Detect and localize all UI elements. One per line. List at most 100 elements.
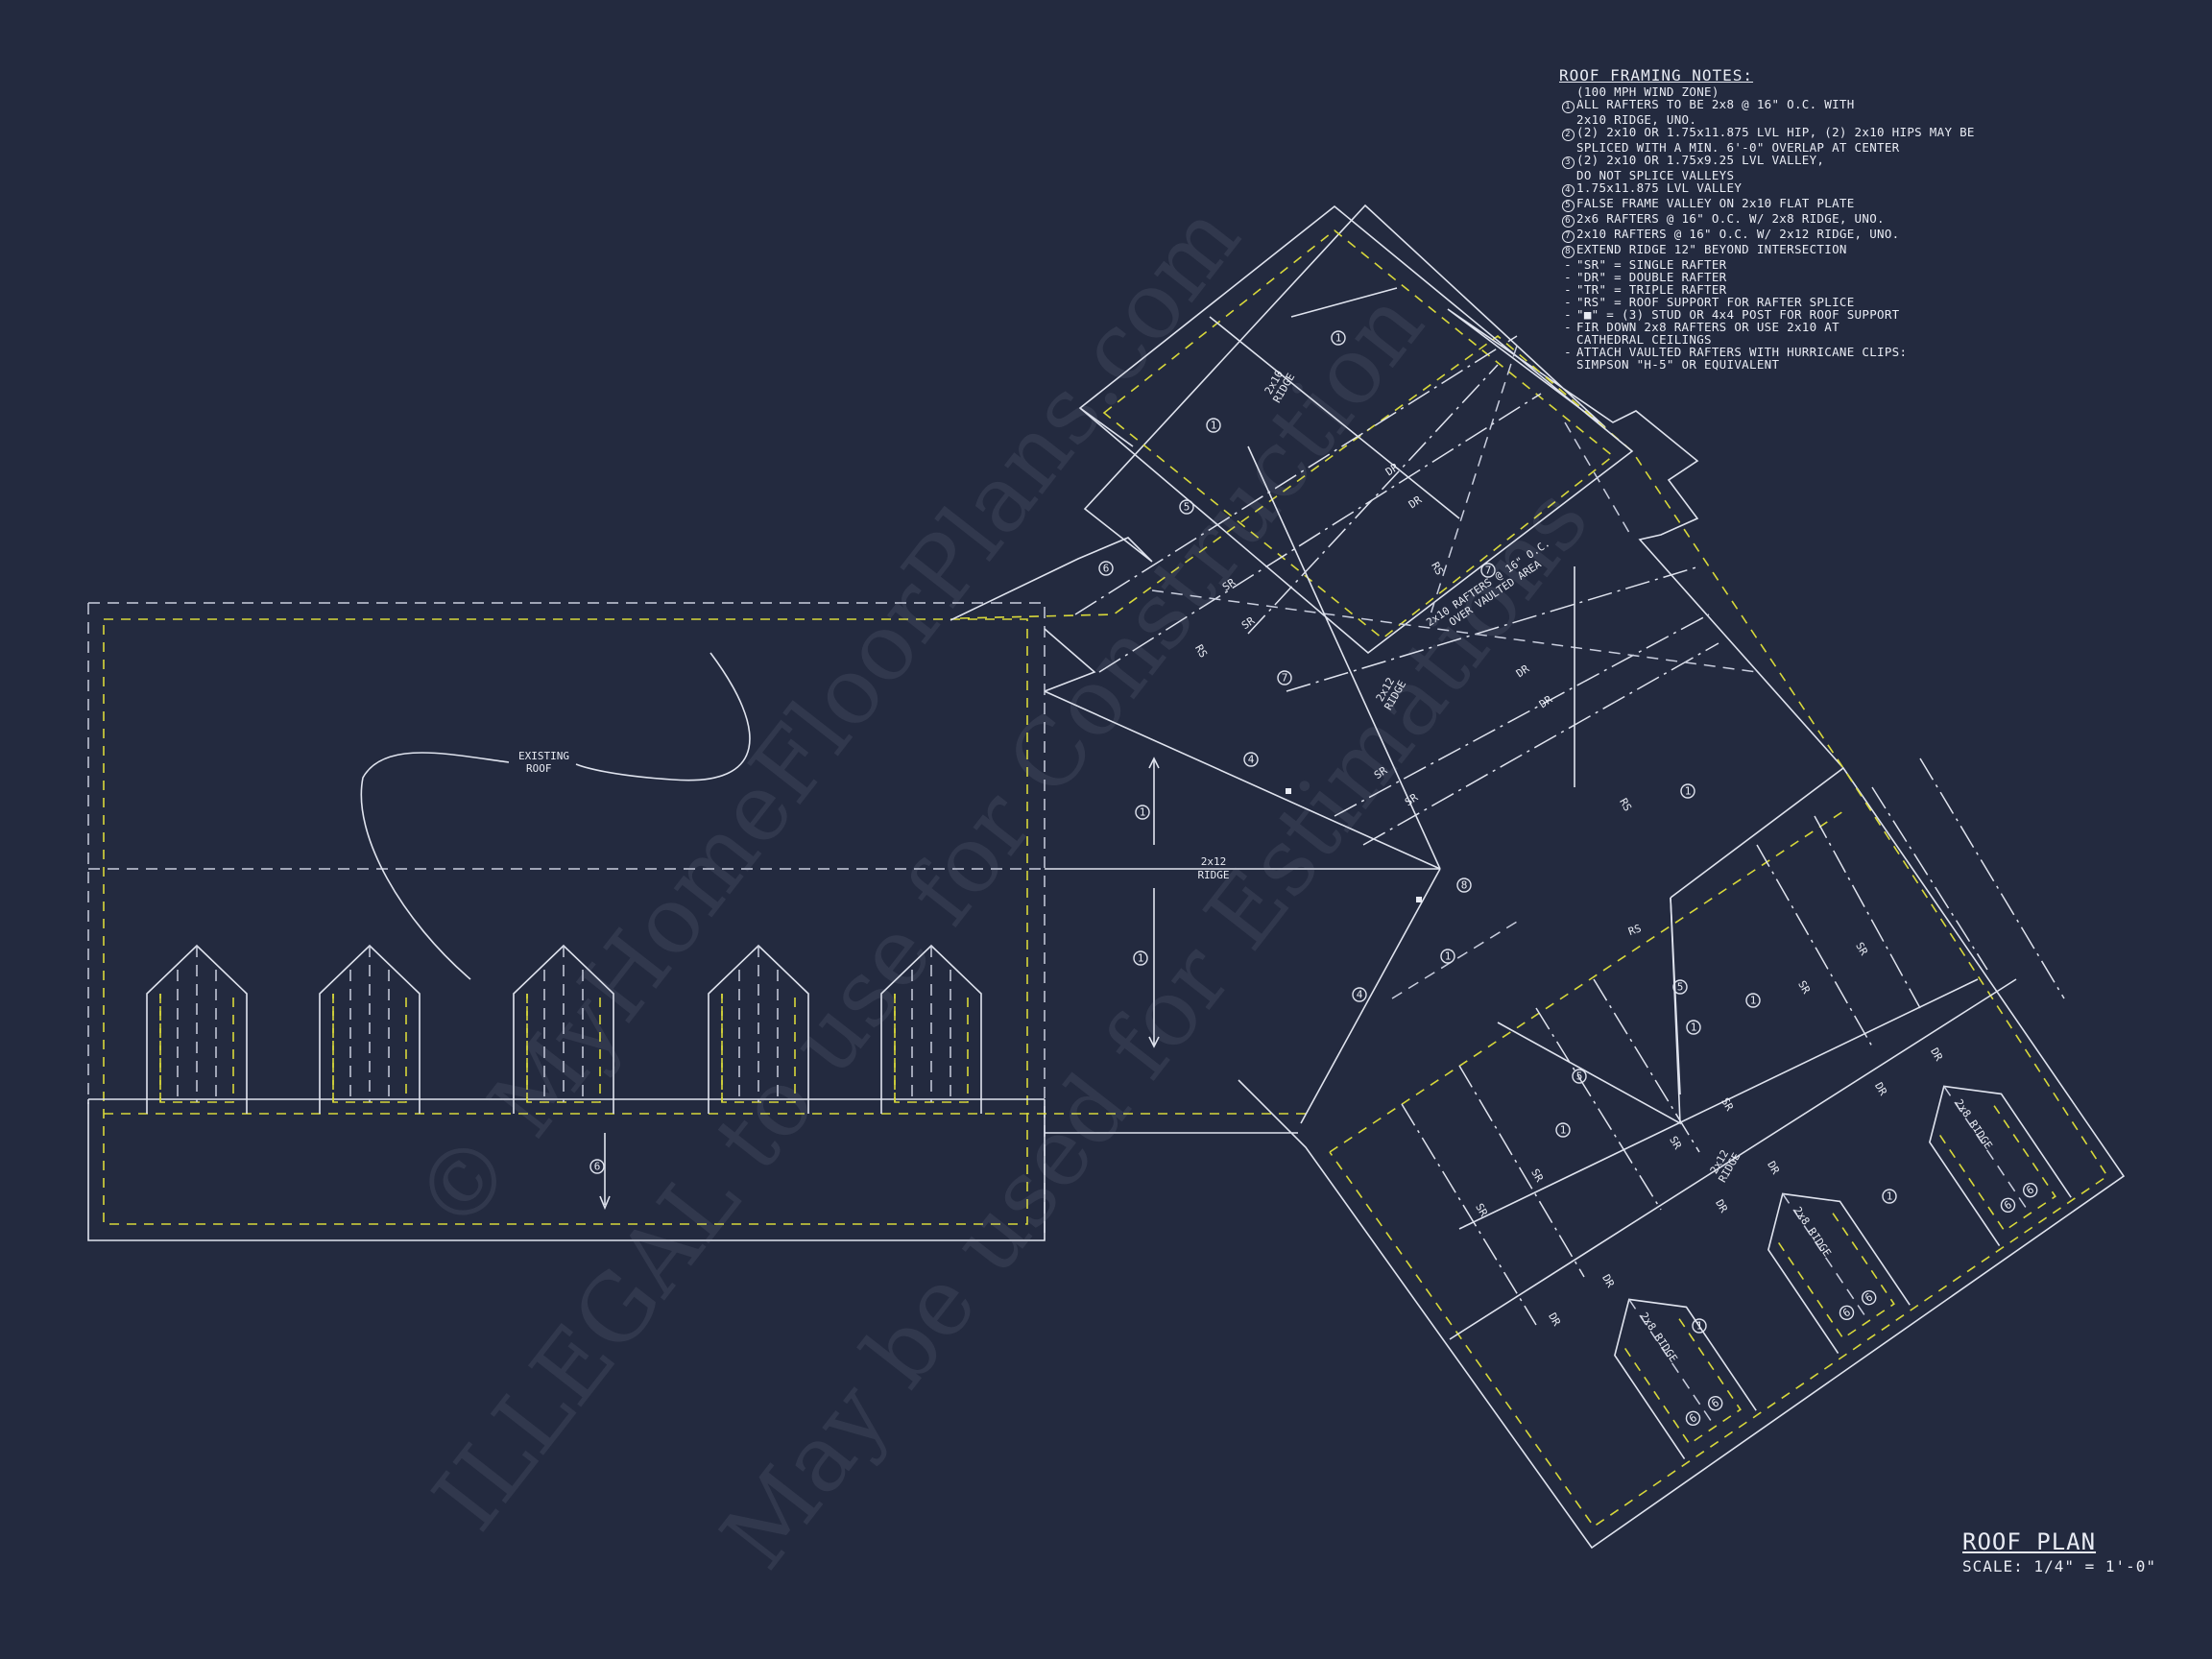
- rafter-tag-sr: SR: [1528, 1166, 1546, 1184]
- note-item: 3(2) 2x10 OR 1.75x9.25 LVL VALLEY,: [1559, 154, 1943, 169]
- svg-text:1: 1: [1696, 1320, 1703, 1333]
- existing-roof-leader: [360, 652, 751, 980]
- note-bubble-1j: 1: [1882, 1189, 1897, 1204]
- rafter-tag-sr: SR: [1239, 614, 1258, 632]
- note-item: 2x10 RIDGE, UNO.: [1559, 113, 1943, 126]
- note-bubble-5b: 5: [1672, 979, 1688, 995]
- roof-framing-notes: ROOF FRAMING NOTES: (100 MPH WIND ZONE)1…: [1559, 68, 1974, 372]
- note-item: -"■" = (3) STUD OR 4x4 POST FOR ROOF SUP…: [1559, 308, 1943, 321]
- rafter-tag-sr: SR: [1719, 1095, 1736, 1113]
- note-marker: -: [1564, 345, 1572, 359]
- note-text: EXTEND RIDGE 12" BEYOND INTERSECTION: [1576, 242, 1847, 256]
- note-bubble-6a: 6: [1098, 561, 1114, 576]
- rafter-tag-dr: DR: [1872, 1080, 1889, 1097]
- svg-text:1: 1: [1750, 995, 1757, 1007]
- note-bubble-1h: 1: [1745, 993, 1761, 1008]
- note-text: SIMPSON "H-5" OR EQUIVALENT: [1576, 357, 1780, 372]
- svg-text:4: 4: [1248, 754, 1255, 766]
- rafter-tag-dr: DR: [1383, 461, 1402, 478]
- svg-text:1: 1: [1335, 332, 1342, 345]
- note-text: 2x10 RIDGE, UNO.: [1576, 112, 1697, 127]
- note-marker: [1559, 113, 1576, 126]
- note-bubble-5c: 5: [1572, 1069, 1587, 1084]
- existing-roof-block: EXISTING ROOF 6: [87, 602, 1306, 1241]
- dormer: [319, 944, 421, 1114]
- note-bubble-6: 6: [2000, 1197, 2016, 1214]
- note-text: ATTACH VAULTED RAFTERS WITH HURRICANE CL…: [1576, 345, 1908, 359]
- rafter-tag-dr: DR: [1407, 493, 1425, 511]
- note-marker: 8: [1559, 243, 1576, 258]
- note-marker: -: [1564, 320, 1572, 334]
- watermark: © MyHomeFloorPlans.com ILLEGAL to use fo…: [394, 184, 1609, 1588]
- rafter-tag-sr: SR: [1795, 978, 1813, 996]
- rafter-tag-rs: RS: [1429, 560, 1446, 577]
- rafter-tag-dr: DR: [1928, 1046, 1945, 1063]
- note-text: 1.75x11.875 LVL VALLEY: [1576, 180, 1743, 195]
- dormer-ridge-label: 2x8 RIDGE: [1953, 1097, 1995, 1152]
- note-item: SIMPSON "H-5" OR EQUIVALENT: [1559, 358, 1943, 371]
- note-bubble-1c: 1: [1331, 330, 1346, 346]
- note-item: -ATTACH VAULTED RAFTERS WITH HURRICANE C…: [1559, 346, 1943, 358]
- dormer: [146, 944, 248, 1114]
- note-bubble-6: 6: [1708, 1395, 1723, 1411]
- note-marker: [1559, 358, 1576, 371]
- note-item: DO NOT SPLICE VALLEYS: [1559, 169, 1943, 181]
- note-bubble-6: 6: [1685, 1410, 1701, 1427]
- note-bubble-6: 6: [1862, 1289, 1877, 1306]
- roof-post-marker: [1416, 897, 1422, 902]
- note-text: 2x6 RAFTERS @ 16" O.C. W/ 2x8 RIDGE, UNO…: [1576, 211, 1885, 226]
- note-bubble-6: 6: [589, 1159, 605, 1174]
- note-marker: [1559, 141, 1576, 154]
- note-item: 2(2) 2x10 OR 1.75x11.875 LVL HIP, (2) 2x…: [1559, 126, 1974, 141]
- svg-text:1: 1: [1140, 806, 1146, 819]
- rafter-tag-sr: SR: [1220, 576, 1238, 593]
- note-bubble-1f: 1: [1440, 949, 1455, 964]
- note-bubble-6: 6: [1839, 1305, 1855, 1321]
- plan-title: ROOF PLAN: [1962, 1528, 2097, 1555]
- note-marker: 2: [1559, 126, 1576, 141]
- note-marker: -: [1564, 295, 1572, 309]
- note-bubble-1b: 1: [1133, 950, 1148, 966]
- note-text: DO NOT SPLICE VALLEYS: [1576, 168, 1735, 182]
- note-text: (2) 2x10 OR 1.75x11.875 LVL HIP, (2) 2x1…: [1576, 125, 1975, 139]
- note-marker: -: [1564, 257, 1572, 272]
- note-marker: 4: [1559, 181, 1576, 197]
- note-bubble-1a: 1: [1135, 805, 1150, 820]
- note-text: "DR" = DOUBLE RAFTER: [1576, 270, 1727, 284]
- rafter-tag-rs: RS: [1617, 796, 1634, 813]
- svg-text:5: 5: [1184, 501, 1190, 514]
- svg-text:1: 1: [1211, 420, 1217, 432]
- note-text: SPLICED WITH A MIN. 6'-0" OVERLAP AT CEN…: [1576, 140, 1900, 155]
- note-text: FALSE FRAME VALLEY ON 2x10 FLAT PLATE: [1576, 196, 1855, 210]
- rafter-tag-rs: RS: [1192, 642, 1210, 660]
- note-bubble-5a: 5: [1179, 499, 1194, 515]
- ridge-main-label-1: 2x12: [1201, 855, 1227, 868]
- svg-text:1: 1: [1445, 950, 1452, 963]
- note-marker: 5: [1559, 197, 1576, 212]
- note-bubble-1i: 1: [1555, 1122, 1571, 1138]
- note-marker: -: [1564, 270, 1572, 284]
- note-bubble-1e: 1: [1680, 783, 1695, 799]
- note-bubble-1k: 1: [1692, 1318, 1707, 1334]
- note-text: FIR DOWN 2x8 RAFTERS OR USE 2x10 AT: [1576, 320, 1839, 334]
- ridge-main-label-2: RIDGE: [1197, 869, 1229, 881]
- note-text: CATHEDRAL CEILINGS: [1576, 332, 1712, 347]
- rafter-tag-dr: DR: [1765, 1159, 1782, 1176]
- note-item: -"TR" = TRIPLE RAFTER: [1559, 283, 1943, 296]
- note-marker: 7: [1559, 228, 1576, 243]
- rafter-tag-sr: SR: [1473, 1201, 1490, 1218]
- rafter-tag-sr: SR: [1403, 791, 1421, 808]
- roof-post-marker: [1286, 788, 1291, 794]
- note-marker: 3: [1559, 154, 1576, 169]
- note-bubble-1d: 1: [1206, 418, 1221, 433]
- note-bubble-7b: 7: [1480, 563, 1496, 578]
- note-item: (100 MPH WIND ZONE): [1559, 85, 1943, 98]
